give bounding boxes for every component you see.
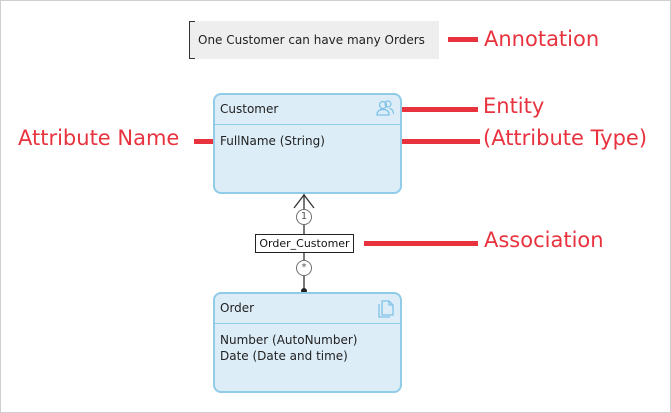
order-entity-name: Order — [220, 301, 255, 315]
customer-entity[interactable]: Customer FullName (String) — [213, 93, 402, 194]
callout-line-association — [364, 241, 478, 246]
attribute-item[interactable]: FullName (String) — [220, 134, 325, 148]
callout-attribute-type: (Attribute Type) — [483, 126, 648, 150]
customer-entity-name: Customer — [220, 102, 279, 116]
callout-association: Association — [484, 228, 604, 252]
person-icon — [375, 99, 395, 121]
association-arrowhead — [293, 193, 315, 209]
callout-line-attribute-name — [194, 139, 214, 144]
callout-annotation: Annotation — [484, 27, 600, 51]
order-entity-header: Order — [215, 294, 400, 324]
callout-line-attribute-type — [339, 139, 480, 144]
documents-icon — [375, 298, 395, 322]
annotation-box[interactable]: One Customer can have many Orders — [189, 21, 439, 59]
customer-entity-header: Customer — [215, 95, 400, 125]
annotation-bracket — [189, 21, 195, 59]
attribute-item[interactable]: Number (AutoNumber) — [220, 333, 358, 347]
order-attributes: Number (AutoNumber) Date (Date and time) — [215, 324, 400, 364]
multiplicity-one-badge: 1 — [296, 209, 312, 225]
attribute-item[interactable]: Date (Date and time) — [220, 349, 348, 363]
callout-line-annotation — [448, 37, 478, 42]
multiplicity-many-badge: * — [296, 260, 312, 276]
customer-attributes: FullName (String) — [215, 125, 400, 149]
callout-entity: Entity — [483, 94, 545, 118]
association-label[interactable]: Order_Customer — [255, 234, 354, 253]
annotation-text: One Customer can have many Orders — [198, 33, 425, 47]
callout-attribute-name: Attribute Name — [18, 126, 180, 150]
order-entity[interactable]: Order Number (AutoNumber) Date (Date and… — [213, 292, 402, 393]
